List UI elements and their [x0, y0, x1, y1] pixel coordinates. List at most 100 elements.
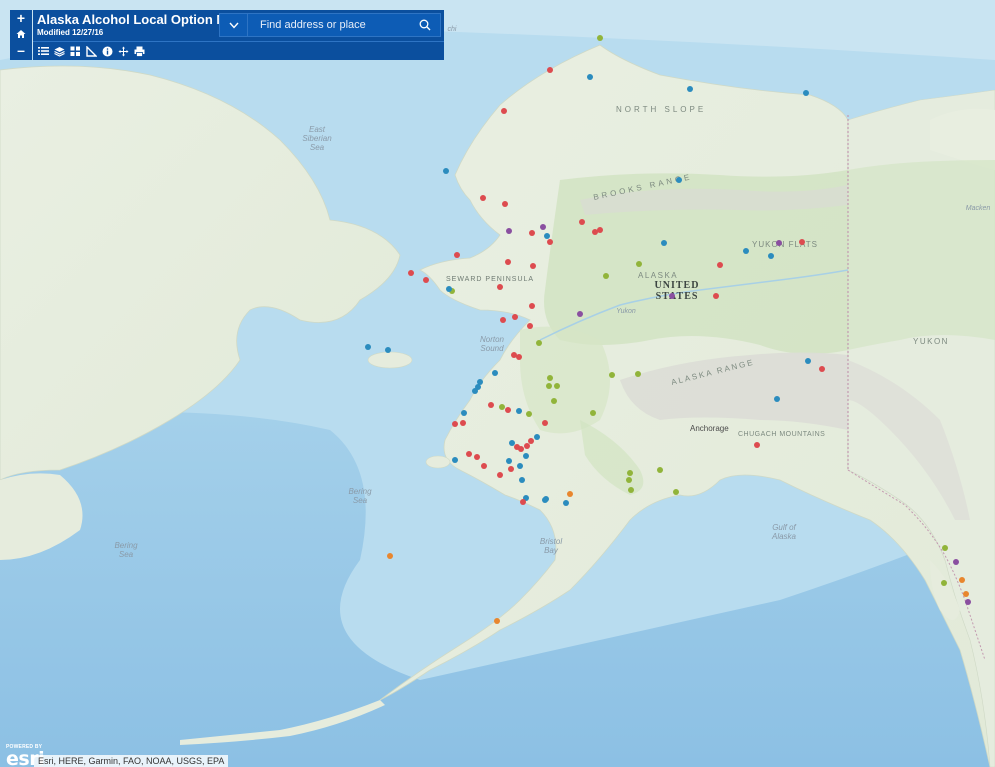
community-marker-blue[interactable] [509, 440, 515, 446]
community-marker-blue[interactable] [676, 177, 682, 183]
map-attribution[interactable]: Esri, HERE, Garmin, FAO, NOAA, USGS, EPA [34, 755, 229, 767]
community-marker-red[interactable] [547, 67, 553, 73]
community-marker-red[interactable] [518, 446, 524, 452]
community-marker-blue[interactable] [743, 248, 749, 254]
community-marker-green[interactable] [590, 410, 596, 416]
community-marker-blue[interactable] [534, 434, 540, 440]
community-marker-blue[interactable] [506, 458, 512, 464]
community-marker-green[interactable] [657, 467, 663, 473]
community-marker-red[interactable] [592, 229, 598, 235]
community-marker-red[interactable] [529, 230, 535, 236]
community-marker-red[interactable] [713, 293, 719, 299]
community-marker-red[interactable] [500, 317, 506, 323]
search-input[interactable] [248, 14, 410, 36]
community-marker-red[interactable] [524, 443, 530, 449]
community-marker-red[interactable] [516, 354, 522, 360]
legend-button[interactable] [37, 44, 49, 58]
community-marker-purple[interactable] [965, 599, 971, 605]
community-marker-green[interactable] [526, 411, 532, 417]
community-marker-blue[interactable] [517, 463, 523, 469]
community-marker-blue[interactable] [661, 240, 667, 246]
community-marker-green[interactable] [942, 545, 948, 551]
community-marker-blue[interactable] [544, 233, 550, 239]
community-marker-red[interactable] [474, 454, 480, 460]
basemap-button[interactable] [69, 44, 81, 58]
community-marker-red[interactable] [505, 407, 511, 413]
community-marker-blue[interactable] [452, 457, 458, 463]
community-marker-blue[interactable] [516, 408, 522, 414]
community-marker-orange[interactable] [963, 591, 969, 597]
community-marker-purple[interactable] [669, 293, 675, 299]
community-marker-blue[interactable] [543, 496, 549, 502]
community-marker-blue[interactable] [587, 74, 593, 80]
community-marker-green[interactable] [628, 487, 634, 493]
community-marker-orange[interactable] [959, 577, 965, 583]
community-marker-red[interactable] [502, 201, 508, 207]
community-marker-green[interactable] [499, 404, 505, 410]
community-marker-red[interactable] [505, 259, 511, 265]
community-marker-red[interactable] [497, 284, 503, 290]
community-marker-green[interactable] [536, 340, 542, 346]
community-marker-red[interactable] [511, 352, 517, 358]
search-source-dropdown[interactable] [220, 14, 248, 36]
community-marker-orange[interactable] [567, 491, 573, 497]
community-marker-red[interactable] [597, 227, 603, 233]
community-marker-red[interactable] [542, 420, 548, 426]
community-marker-blue[interactable] [446, 286, 452, 292]
home-button[interactable] [10, 26, 32, 42]
community-marker-red[interactable] [423, 277, 429, 283]
community-marker-blue[interactable] [365, 344, 371, 350]
community-marker-green[interactable] [554, 383, 560, 389]
community-marker-red[interactable] [466, 451, 472, 457]
community-marker-blue[interactable] [774, 396, 780, 402]
community-marker-red[interactable] [754, 442, 760, 448]
layers-button[interactable] [53, 44, 65, 58]
community-marker-red[interactable] [547, 239, 553, 245]
community-marker-blue[interactable] [492, 370, 498, 376]
community-marker-red[interactable] [530, 263, 536, 269]
community-marker-green[interactable] [603, 273, 609, 279]
community-marker-green[interactable] [673, 489, 679, 495]
community-marker-blue[interactable] [443, 168, 449, 174]
community-marker-red[interactable] [799, 239, 805, 245]
community-marker-purple[interactable] [776, 240, 782, 246]
zoom-out-button[interactable]: – [17, 42, 25, 58]
community-marker-blue[interactable] [805, 358, 811, 364]
community-marker-blue[interactable] [687, 86, 693, 92]
community-marker-red[interactable] [480, 195, 486, 201]
community-marker-green[interactable] [609, 372, 615, 378]
community-marker-red[interactable] [408, 270, 414, 276]
community-marker-red[interactable] [512, 314, 518, 320]
community-marker-purple[interactable] [953, 559, 959, 565]
community-marker-red[interactable] [520, 499, 526, 505]
community-marker-green[interactable] [546, 383, 552, 389]
community-marker-red[interactable] [529, 303, 535, 309]
community-marker-blue[interactable] [523, 453, 529, 459]
info-button[interactable] [101, 44, 113, 58]
community-marker-red[interactable] [497, 472, 503, 478]
community-marker-red[interactable] [488, 402, 494, 408]
zoom-in-button[interactable]: + [16, 10, 26, 26]
community-marker-red[interactable] [452, 421, 458, 427]
community-marker-red[interactable] [819, 366, 825, 372]
community-marker-orange[interactable] [494, 618, 500, 624]
search-button[interactable] [410, 14, 440, 36]
pan-button[interactable] [117, 44, 129, 58]
community-marker-blue[interactable] [563, 500, 569, 506]
community-marker-green[interactable] [627, 470, 633, 476]
community-marker-blue[interactable] [477, 379, 483, 385]
community-marker-green[interactable] [635, 371, 641, 377]
community-marker-blue[interactable] [519, 477, 525, 483]
community-marker-green[interactable] [636, 261, 642, 267]
community-marker-blue[interactable] [385, 347, 391, 353]
community-marker-red[interactable] [454, 252, 460, 258]
community-marker-red[interactable] [579, 219, 585, 225]
community-marker-green[interactable] [626, 477, 632, 483]
community-marker-green[interactable] [547, 375, 553, 381]
community-marker-green[interactable] [597, 35, 603, 41]
measure-button[interactable] [85, 44, 97, 58]
community-marker-red[interactable] [528, 438, 534, 444]
community-marker-red[interactable] [501, 108, 507, 114]
community-marker-blue[interactable] [472, 388, 478, 394]
community-marker-blue[interactable] [768, 253, 774, 259]
